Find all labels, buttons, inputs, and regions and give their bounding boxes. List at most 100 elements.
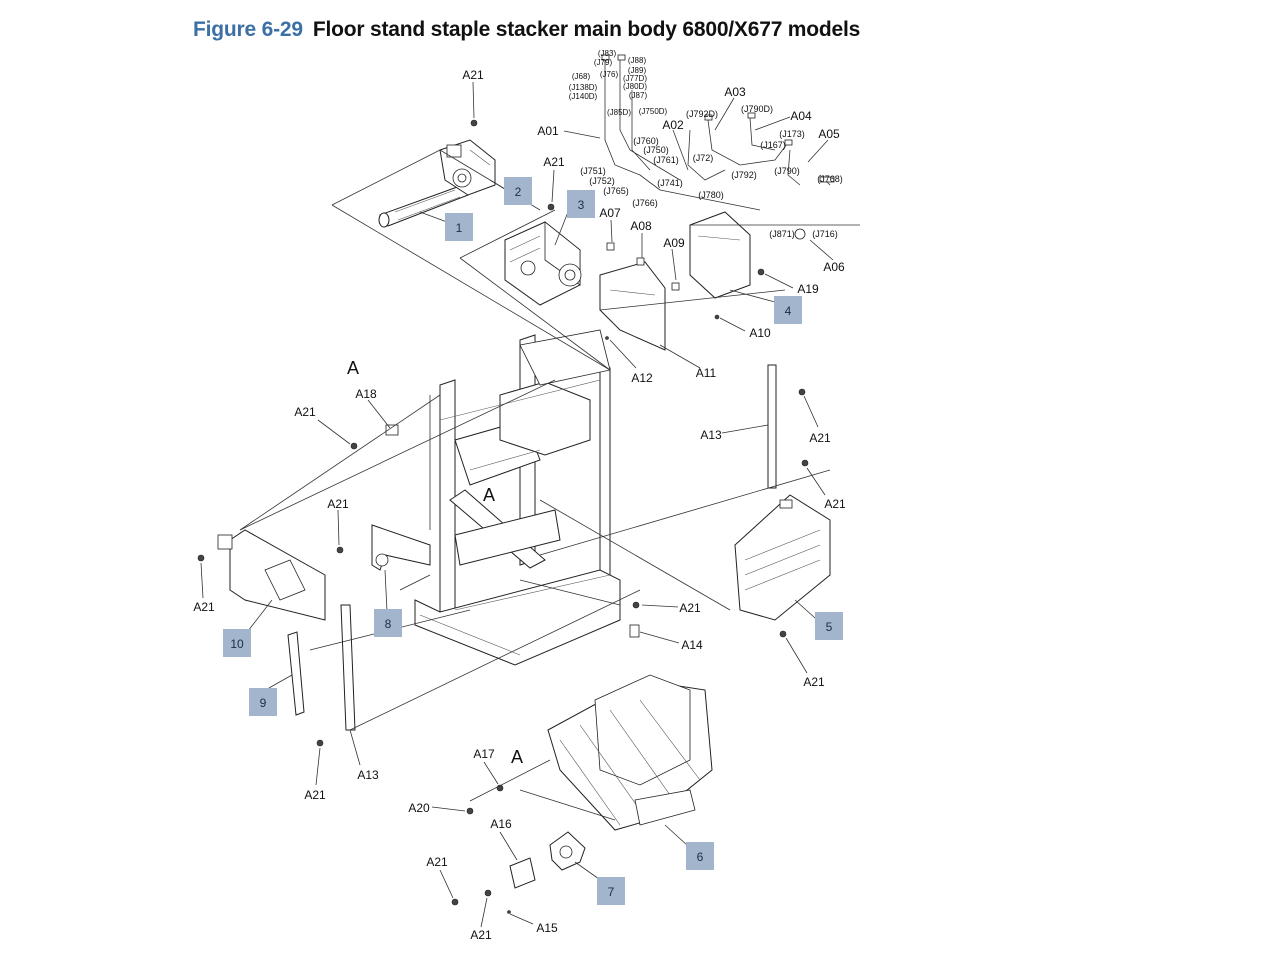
part-8-handle [371,524,431,571]
label-a11: A11 [696,366,717,380]
detail-marker-a: A [511,747,523,767]
label-a21: A21 [543,155,565,169]
connector-j83: (J83) [598,49,617,58]
label-a18: A18 [355,387,377,401]
bracket-a14 [629,624,640,638]
svg-text:9: 9 [260,696,267,710]
callout-2: 2 [504,177,532,205]
label-a21: A21 [462,68,484,82]
connector-j87: (J87) [629,91,648,100]
label-a15: A15 [536,921,558,935]
svg-text:1: 1 [456,221,463,235]
label-a03: A03 [724,85,746,99]
connector-j72: (J72) [693,153,714,163]
part-9-strip [287,631,305,716]
label-a21: A21 [803,675,825,689]
callout-3: 3 [567,190,595,218]
connector-j792: (J792) [731,170,757,180]
plate-a16 [509,857,536,889]
svg-text:7: 7 [608,885,615,899]
callout-9: 9 [249,688,277,716]
rail-a13-right [767,364,777,489]
label-a13: A13 [357,768,379,782]
label-a21: A21 [809,431,831,445]
cable-harness [601,54,835,240]
connector-j77d: (J77D) [623,74,647,83]
svg-text:5: 5 [826,620,833,634]
figure-number: Figure 6-29 [193,18,303,41]
connector-j138d: (J138D) [569,83,598,92]
connector-j752: (J752) [589,176,615,186]
connector-j871: (J871) [769,229,795,239]
part-2-motor [439,139,496,196]
part-5-controller-board [734,494,831,621]
rail-a13-left [340,604,356,731]
label-a21: A21 [304,788,326,802]
bracket-assembly [599,242,680,351]
connector-j761: (J761) [653,155,679,165]
figure-caption: Floor stand staple stacker main body 680… [312,18,861,41]
connector-j792d: (J792D) [686,109,718,119]
screws [197,119,809,914]
label-a05: A05 [818,127,840,141]
connector-j140d: (J140D) [569,92,598,101]
label-a21: A21 [426,855,448,869]
part-3-drive-assembly [504,221,582,306]
label-a21: A21 [327,497,349,511]
label-a20: A20 [408,801,430,815]
connector-j765: (J765) [603,186,629,196]
label-a10: A10 [749,326,771,340]
connector-j760: (J760) [633,136,659,146]
label-a04: A04 [790,109,812,123]
callout-boxes: 1 2 3 4 5 6 7 [223,177,843,905]
callout-5: 5 [815,612,843,640]
label-a12: A12 [631,371,653,385]
part-6-transport-unit [547,674,713,831]
detail-marker-a: A [483,485,495,505]
connector-j766: (J766) [632,198,658,208]
bracket-a18 [385,424,399,436]
connector-j716: (J716) [812,229,838,239]
connector-j790: (J790) [774,166,800,176]
callout-1: 1 [445,213,473,241]
connector-j741: (J741) [657,178,683,188]
connector-j89: (J89) [628,66,647,75]
label-a01: A01 [537,124,559,138]
connector-j768: (J768) [817,174,843,184]
label-a14: A14 [681,638,703,652]
label-a13: A13 [700,428,722,442]
leader-lines [200,81,860,928]
callout-8: 8 [374,609,402,637]
label-a21: A21 [470,928,492,942]
label-a07: A07 [599,206,621,220]
connector-j88: (J88) [628,56,647,65]
part-1-roller [378,185,469,228]
connector-j68: (J68) [572,72,591,81]
callout-6: 6 [686,842,714,870]
label-a16: A16 [490,817,512,831]
connector-j79: (J79) [594,58,613,67]
callout-10: 10 [223,629,251,657]
connector-j780: (J780) [698,190,724,200]
part-10-side-cover [217,529,326,621]
label-a21: A21 [193,600,215,614]
label-a06: A06 [823,260,845,274]
connector-j85d: (J85D) [607,108,631,117]
part-labels: A21 A21 A01 A02 A03 A04 A05 A06 A07 A08 … [193,68,846,942]
connector-j751: (J751) [580,166,606,176]
label-a17: A17 [473,747,495,761]
label-a08: A08 [630,219,652,233]
callout-7: 7 [597,877,625,905]
detail-markers: A A A [347,358,523,767]
svg-text:4: 4 [785,304,792,318]
detail-marker-a: A [347,358,359,378]
connector-labels: (J83) (J79) (J88) (J68) (J76) (J89) (J77… [569,49,843,239]
connector-j167: (J167) [760,140,786,150]
svg-text:2: 2 [515,185,522,199]
label-a09: A09 [663,236,685,250]
connector-j750d: (J750D) [639,107,668,116]
svg-text:10: 10 [230,637,244,651]
label-a21: A21 [824,497,846,511]
